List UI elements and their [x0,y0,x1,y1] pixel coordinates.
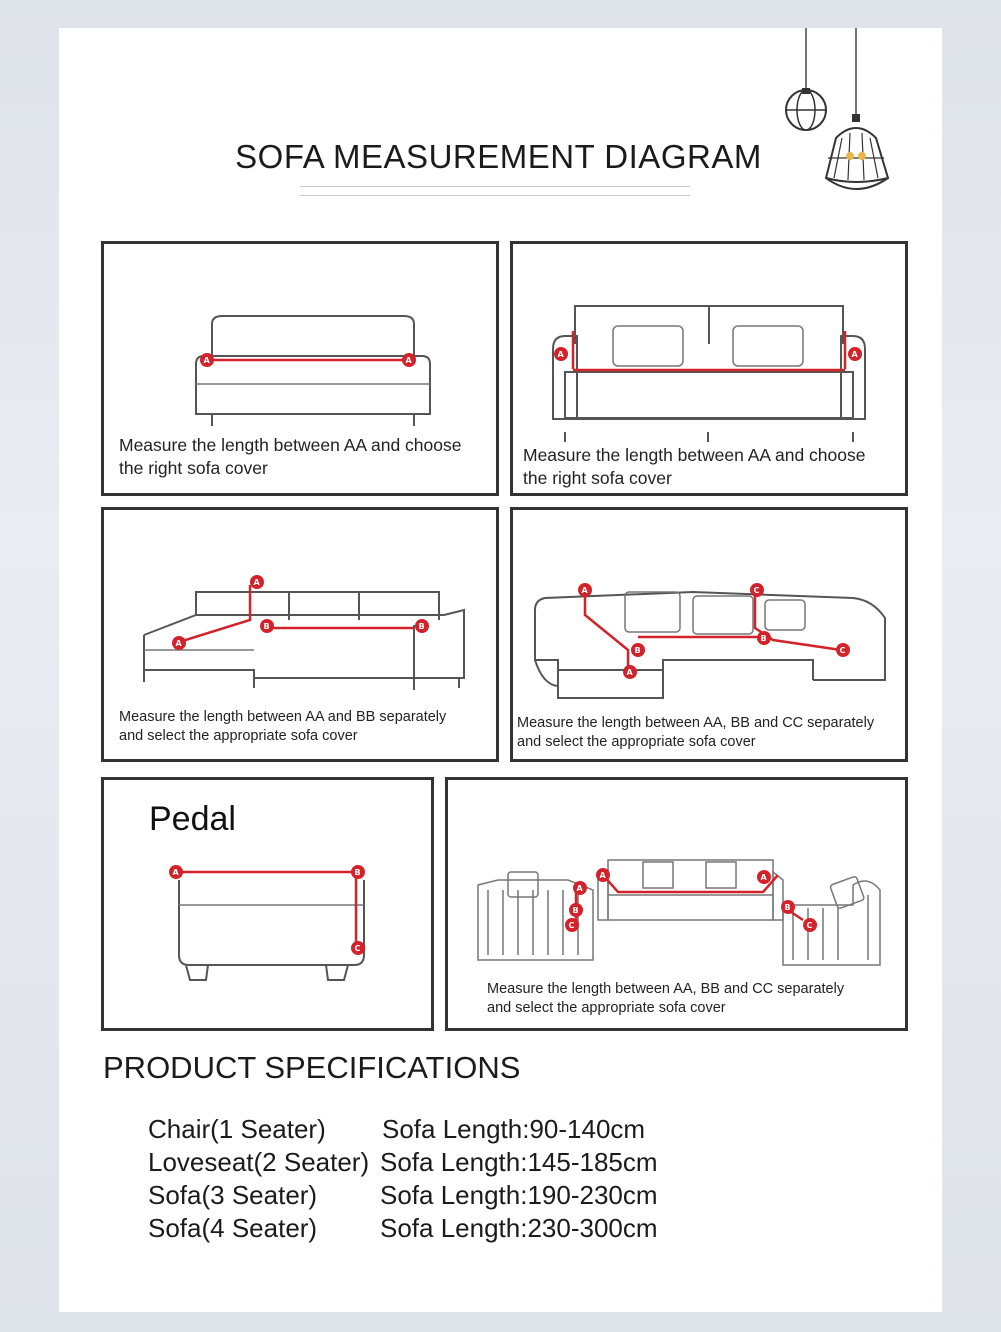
panel-u-shape: A A B B C C Measure the length between A… [510,507,908,762]
sofa-set-illustration: A A A B C B C [477,859,881,966]
spec-row: Sofa(3 Seater) Sofa Length:190-230cm [148,1180,658,1211]
panel-caption: Measure the length between AA, BB and CC… [517,715,875,750]
svg-text:C: C [355,944,361,953]
spec-name: Loveseat(2 Seater) [148,1147,370,1177]
svg-text:A: A [577,884,584,893]
svg-text:A: A [627,668,634,677]
spec-size: Sofa Length:230-300cm [380,1213,658,1243]
pendant-lamp-illustration [785,28,890,190]
svg-text:A: A [582,586,589,595]
svg-text:C: C [754,586,760,595]
svg-text:A: A [176,639,183,648]
svg-text:C: C [840,646,846,655]
svg-text:A: A [173,868,180,877]
l-shape-illustration: A A B B [143,575,465,690]
pedal-illustration: A B C [169,865,365,981]
spec-row: Sofa(4 Seater) Sofa Length:230-300cm [148,1213,658,1244]
svg-text:B: B [635,646,641,655]
three-seater-illustration: A A [552,305,866,442]
spec-size: Sofa Length:190-230cm [380,1180,658,1210]
panel-loveseat: A A Measure the length between AA and ch… [101,241,499,496]
u-shape-illustration: A A B B C C [534,583,886,699]
svg-text:A: A [600,871,607,880]
loveseat-illustration: A A [195,315,431,426]
svg-text:B: B [355,868,361,877]
panel-l-shape: A A B B Measure the length between AA an… [101,507,499,762]
spec-row: Chair(1 Seater) Sofa Length:90-140cm [148,1114,645,1145]
svg-text:A: A [558,350,565,359]
svg-text:C: C [569,921,575,930]
panel-caption: Measure the length between AA and BB sep… [119,709,447,744]
spec-size: Sofa Length:145-185cm [380,1147,658,1177]
svg-text:A: A [254,578,261,587]
spec-size: Sofa Length:90-140cm [382,1114,646,1144]
specifications-heading: PRODUCT SPECIFICATIONS [103,1050,521,1085]
panel-caption: Measure the length between AA and choose… [119,435,462,478]
panel-caption: Measure the length between AA, BB and CC… [487,981,845,1016]
spec-name: Sofa(3 Seater) [148,1180,318,1210]
svg-text:B: B [785,903,791,912]
svg-text:B: B [264,622,270,631]
title-divider [300,186,690,196]
svg-text:A: A [852,350,859,359]
svg-text:B: B [419,622,425,631]
svg-text:C: C [807,921,813,930]
spec-name: Chair(1 Seater) [148,1114,326,1144]
panel-caption: Measure the length between AA and choose… [523,445,866,488]
svg-text:A: A [406,356,413,365]
svg-text:A: A [761,873,768,882]
panel-three-seater: A A Measure the length between AA and ch… [510,241,908,496]
panel-sofa-set: A A A B C B C Measure the length between… [445,777,908,1031]
spec-name: Sofa(4 Seater) [148,1213,318,1243]
panel-pedal: Pedal A B C [101,777,434,1031]
spec-row: Loveseat(2 Seater) Sofa Length:145-185cm [148,1147,658,1178]
pedal-label: Pedal [149,800,236,838]
page-title: SOFA MEASUREMENT DIAGRAM [235,138,762,175]
svg-text:A: A [204,356,211,365]
svg-text:B: B [761,634,767,643]
svg-text:B: B [573,906,579,915]
